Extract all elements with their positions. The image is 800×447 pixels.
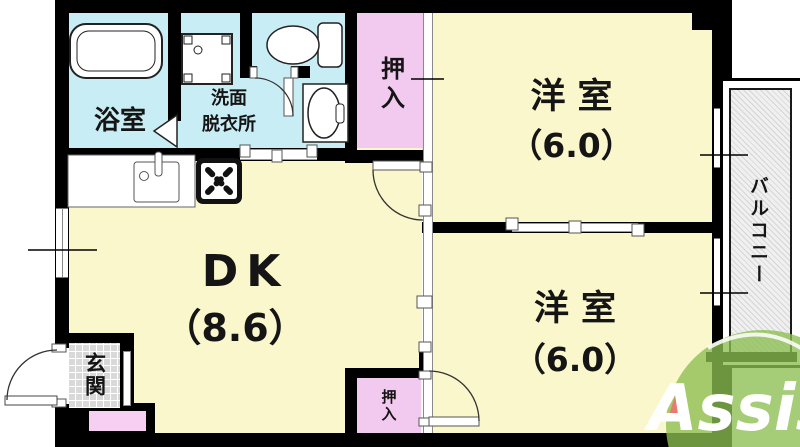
partition-track-top [423, 13, 433, 150]
room-label-entrance: 玄関 [68, 343, 121, 407]
entrance-door-opening [55, 348, 69, 404]
closet-bottom-text: 押入 [379, 389, 398, 423]
room-closet-bottom [357, 378, 421, 433]
room-label-dk-name: DK [201, 246, 289, 297]
wall-bottom [55, 433, 732, 447]
entrance-door-arc [4, 343, 67, 408]
shoe-cabinet [87, 409, 148, 433]
toilet-door-arc [249, 66, 299, 117]
window-left [56, 208, 68, 278]
entrance-closet-door [123, 351, 131, 406]
wall-closet-top-bottom [345, 150, 431, 163]
sliding-door-handles [239, 144, 645, 353]
assist-logo-accent-triangle [668, 384, 690, 418]
wall-entrance-top [65, 333, 132, 343]
bathtub-icon [69, 23, 163, 79]
room-label-washroom-line2: 脱衣所 [202, 114, 256, 135]
room-label-western-bottom-size: （6.0） [512, 340, 638, 379]
assist-logo-ellipse [666, 330, 800, 447]
bathroom-folding-door-icon [152, 113, 178, 149]
wall-top [55, 0, 732, 13]
room-western-bottom [430, 233, 712, 433]
balcony-text: バルコニー [747, 175, 769, 286]
room-label-western-bottom-name: 洋室 [533, 289, 628, 329]
partition-closet-bottom [423, 378, 433, 433]
window-glass-line [62, 209, 63, 277]
assist-logo-swoosh [707, 332, 800, 350]
washbasin-icon [302, 83, 349, 143]
room-label-bathroom: 浴室 [93, 106, 146, 136]
entrance-tile-floor [68, 342, 121, 408]
partition-dk-western [423, 150, 433, 378]
wall-closet-bottom-left [345, 368, 357, 433]
room-label-western-top-name: 洋室 [530, 77, 625, 117]
room-label-dk-size: （8.6） [163, 306, 307, 350]
stove-icon [196, 158, 242, 204]
washing-machine-icon [181, 33, 233, 85]
room-closet-top [357, 13, 425, 150]
room-label-closet-top: 押入 [357, 40, 425, 130]
room-label-washroom-line1: 洗面 [211, 88, 247, 109]
western-bottom-door-arc [418, 370, 480, 427]
closet-top-text: 押入 [376, 56, 405, 114]
room-label-western-top-size: （6.0） [509, 126, 634, 165]
toilet-icon [266, 22, 343, 68]
wall-corner-step [692, 13, 732, 30]
room-label-balcony: バルコニー [722, 148, 795, 313]
balcony-floor-hatch [729, 88, 792, 356]
wall-closet-bottom-top [345, 368, 422, 378]
room-label-closet-bottom: 押入 [357, 380, 421, 432]
entrance-text: 玄関 [82, 352, 107, 398]
assist-logo-text: Assist [643, 372, 800, 446]
dk-door-arc [372, 160, 424, 221]
wall-bath-divider [168, 13, 181, 121]
dimension-ticks [28, 78, 748, 294]
kitchen-counter-icon [67, 151, 196, 208]
room-western-top [431, 13, 712, 222]
assist-logo: Assist [643, 330, 800, 447]
wall-toilet-left [240, 13, 252, 73]
